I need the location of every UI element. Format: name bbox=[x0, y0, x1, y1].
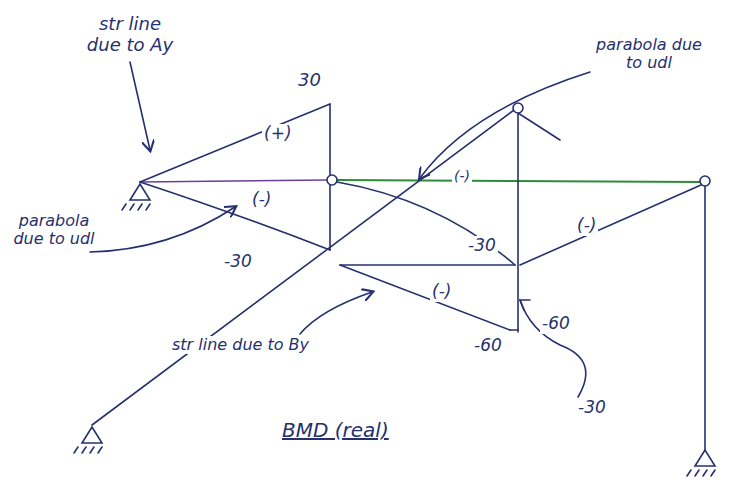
diagram-label: -60 bbox=[472, 336, 504, 356]
diagram-label: 30 bbox=[296, 70, 323, 91]
diagram-label: (-) bbox=[575, 216, 598, 236]
diagram-label: str line due to By bbox=[170, 336, 311, 354]
diagram-label: -30 bbox=[576, 398, 608, 418]
diagram-label: -60 bbox=[540, 314, 572, 334]
diagram-label: (-) bbox=[250, 190, 273, 210]
diagram-label: -30 bbox=[222, 252, 254, 272]
diagram-label: parabola due to udl bbox=[592, 36, 706, 73]
diagram-label: str line due to Ay bbox=[78, 14, 182, 55]
diagram-label: (+) bbox=[262, 124, 294, 144]
diagram-label: -30 bbox=[466, 236, 498, 256]
caption: BMD (real) bbox=[282, 418, 389, 442]
diagram-label: (-) bbox=[430, 282, 453, 302]
diagram-label: parabola due to udl bbox=[4, 212, 104, 249]
diagram-label: (-) bbox=[452, 168, 472, 184]
